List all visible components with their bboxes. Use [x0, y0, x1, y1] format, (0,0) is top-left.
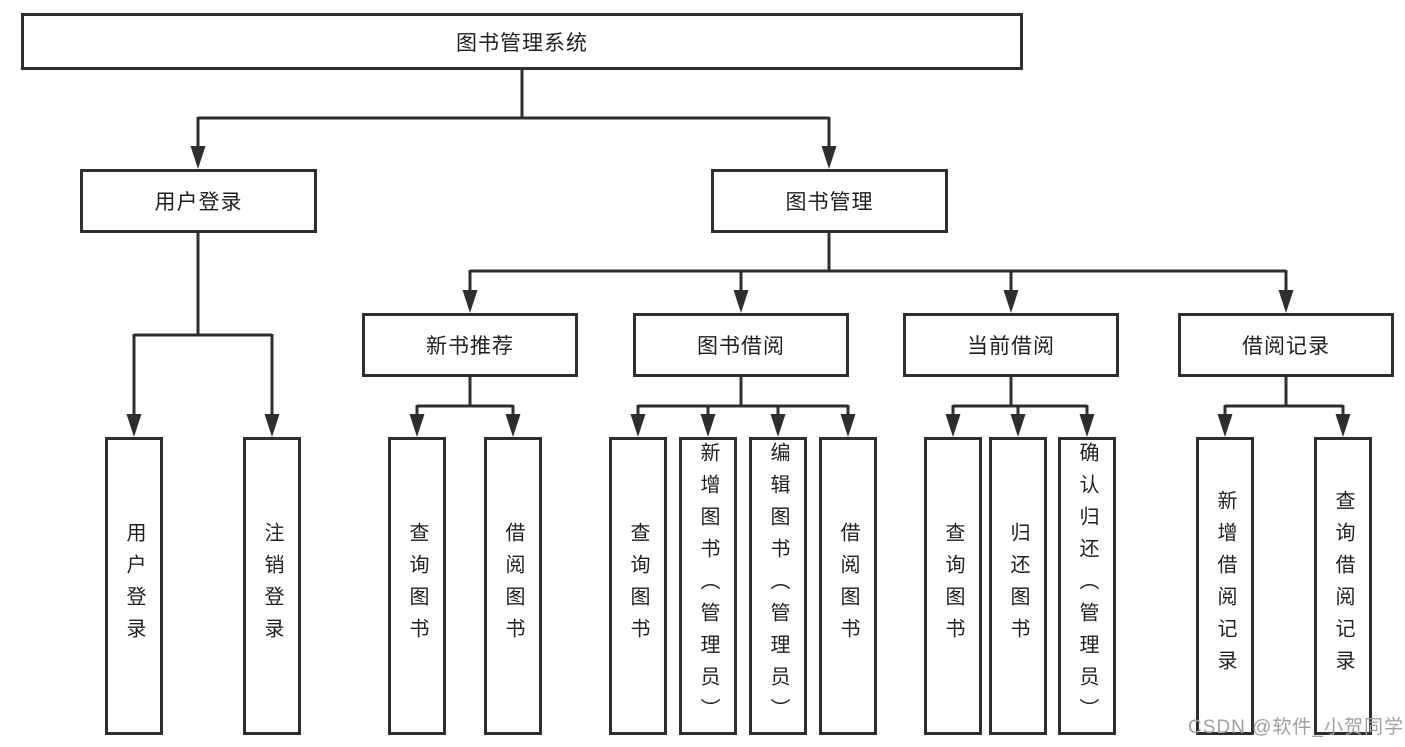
arrowhead-icons [126, 146, 1351, 437]
leaf-user-login-label: 用户登录 [123, 522, 145, 650]
node-book-borrowing: 图书借阅 [633, 313, 849, 377]
leaf-edit-book-admin: 编辑图书（管理员） [749, 437, 807, 735]
leaf-add-borrow-record-label: 新增借阅记录 [1214, 490, 1236, 682]
leaf-query-books-current-label: 查询图书 [942, 522, 964, 650]
leaf-add-borrow-record: 新增借阅记录 [1196, 437, 1254, 735]
leaf-query-books-recommend: 查询图书 [388, 437, 446, 735]
leaf-add-book-admin: 新增图书（管理员） [679, 437, 737, 735]
leaf-query-books-recommend-label: 查询图书 [406, 522, 428, 650]
leaf-query-books-borrowing-label: 查询图书 [627, 522, 649, 650]
leaf-user-login: 用户登录 [105, 437, 163, 735]
leaf-borrow-books-borrowing: 借阅图书 [819, 437, 877, 735]
node-root-library-system: 图书管理系统 [21, 13, 1023, 70]
node-book-management: 图书管理 [711, 169, 948, 233]
leaf-logout-label: 注销登录 [261, 522, 283, 650]
leaf-confirm-return-admin-label: 确认归还（管理员） [1076, 442, 1098, 730]
leaf-borrow-books-borrowing-label: 借阅图书 [837, 522, 859, 650]
leaf-query-books-borrowing: 查询图书 [609, 437, 667, 735]
leaf-query-borrow-record-label: 查询借阅记录 [1332, 490, 1354, 682]
node-new-book-recommend: 新书推荐 [362, 313, 578, 377]
node-current-borrowing: 当前借阅 [903, 313, 1119, 377]
leaf-borrow-books-recommend-label: 借阅图书 [502, 522, 524, 650]
leaf-add-book-admin-label: 新增图书（管理员） [697, 442, 719, 730]
leaf-borrow-books-recommend: 借阅图书 [484, 437, 542, 735]
leaf-query-books-current: 查询图书 [924, 437, 982, 735]
leaf-logout: 注销登录 [243, 437, 301, 735]
node-user-login: 用户登录 [80, 169, 317, 233]
leaf-return-book: 归还图书 [989, 437, 1047, 735]
leaf-confirm-return-admin: 确认归还（管理员） [1058, 437, 1116, 735]
leaf-return-book-label: 归还图书 [1007, 522, 1029, 650]
leaf-edit-book-admin-label: 编辑图书（管理员） [767, 442, 789, 730]
node-borrowing-records: 借阅记录 [1178, 313, 1394, 377]
csdn-watermark: CSDN @软件_小贺同学 [1188, 717, 1404, 738]
leaf-query-borrow-record: 查询借阅记录 [1314, 437, 1372, 735]
